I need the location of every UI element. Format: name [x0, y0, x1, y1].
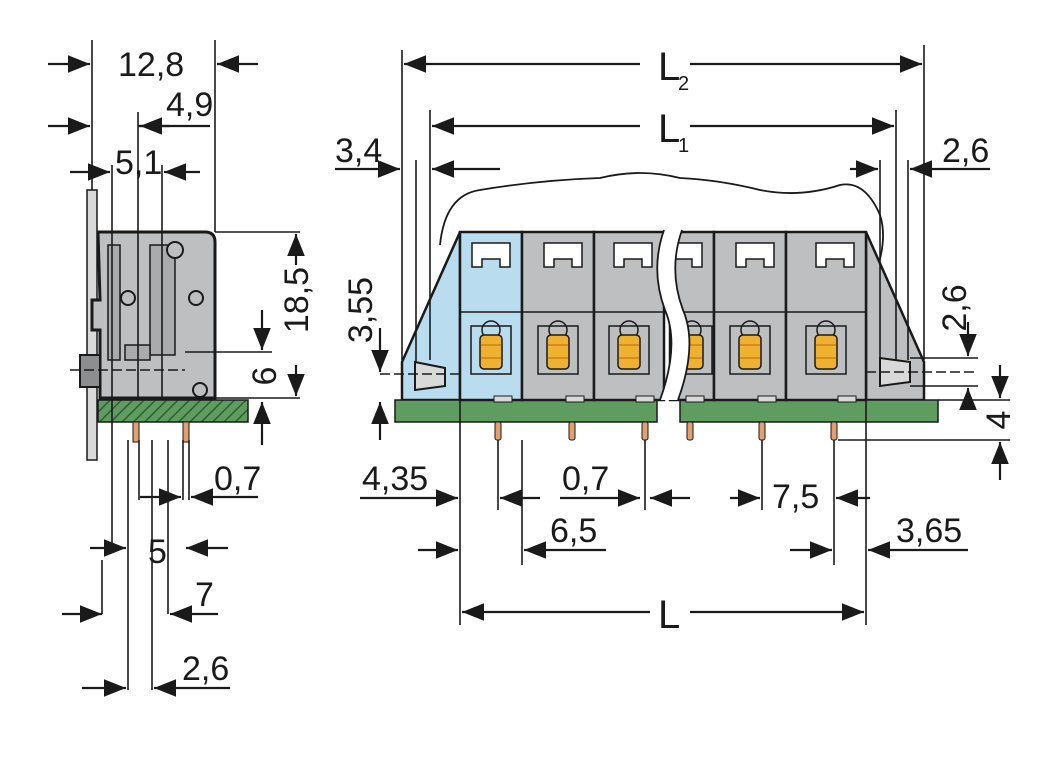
dim-7: 7 [195, 576, 214, 614]
solder-pin [830, 421, 838, 441]
pcb-left [394, 399, 658, 423]
push-button [738, 334, 762, 370]
dim-2-6-top: 2,6 [942, 132, 989, 170]
label-L2-sub: 2 [678, 73, 689, 95]
side-latch [79, 354, 101, 388]
connector-pole [458, 230, 524, 403]
connector-pole [784, 230, 868, 403]
left-latch [414, 360, 446, 392]
side-pcb [97, 399, 249, 423]
solder-pin [641, 421, 649, 441]
label-L1: L [658, 107, 680, 151]
dim-4-9: 4,9 [166, 86, 213, 124]
front-view: L 2 L 1 3,4 2,6 3,55 2,6 4 [335, 45, 1018, 637]
dim-3-4: 3,4 [335, 132, 382, 170]
dim-6-5: 6,5 [550, 512, 597, 550]
dim-7-5: 7,5 [772, 478, 819, 516]
dim-5: 5 [148, 533, 167, 571]
dim-2-6-right: 2,6 [936, 284, 974, 331]
push-button [546, 334, 570, 370]
label-L2: L [658, 45, 680, 89]
solder-pin [494, 421, 502, 441]
dim-4-35: 4,35 [362, 460, 428, 498]
dim-18-5: 18,5 [278, 267, 316, 333]
solder-pin [568, 421, 576, 441]
dim-5-1: 5,1 [115, 144, 162, 182]
side-view: 12,8 4,9 5,1 18,5 6 0,7 5 [48, 40, 316, 697]
dim-0-7: 0,7 [214, 460, 261, 498]
dim-4: 4 [980, 411, 1018, 430]
push-button [617, 334, 641, 370]
dim-3-55: 3,55 [342, 277, 380, 343]
solder-pin [686, 421, 694, 441]
push-button [814, 334, 838, 370]
dim-3-65: 3,65 [896, 512, 962, 550]
label-L1-sub: 1 [678, 135, 689, 157]
connector-pole [712, 230, 788, 403]
push-button [479, 334, 503, 370]
solder-pin [758, 421, 766, 441]
dim-0-7-front: 0,7 [562, 460, 609, 498]
dim-6: 6 [246, 367, 284, 386]
label-L: L [658, 593, 680, 637]
dim-2-6-side: 2,6 [182, 650, 229, 688]
connector-pole [520, 230, 596, 403]
connector-pole [592, 230, 666, 403]
pcb-right [679, 399, 939, 423]
dim-12-8: 12,8 [118, 46, 184, 84]
